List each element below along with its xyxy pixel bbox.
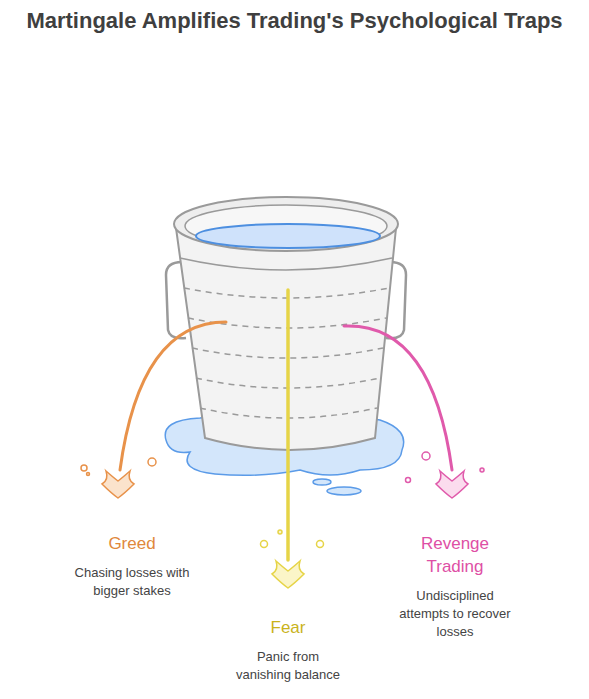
diagram-title: Martingale Amplifies Trading's Psycholog… [20,6,569,36]
greed-label: GreedChasing losses with bigger stakes [47,532,217,600]
revenge-splash [406,452,485,498]
trap-heading: Revenge Trading [405,532,505,578]
bucket-band [180,258,392,270]
fear-label: FearPanic from vanishing balance [208,616,368,684]
bucket-rim [174,197,398,251]
trap-heading: Greed [57,532,207,555]
trap-description: Undisciplined attempts to recover losses [391,587,519,641]
trap-description: Panic from vanishing balance [228,648,348,684]
water-surface [196,224,380,248]
greed-splash [81,458,156,498]
revenge-label: Revenge TradingUndisciplined attempts to… [370,532,540,641]
trap-heading: Fear [218,616,358,639]
water-drop [313,479,331,485]
trap-description: Chasing losses with bigger stakes [66,564,198,600]
fear-splash [261,530,324,588]
bucket-body [176,228,396,450]
bucket-rim-inner [185,205,387,247]
revenge-stream [344,326,452,470]
fear-stream [286,290,290,560]
water-drop [327,487,361,495]
greed-stream [120,322,226,470]
